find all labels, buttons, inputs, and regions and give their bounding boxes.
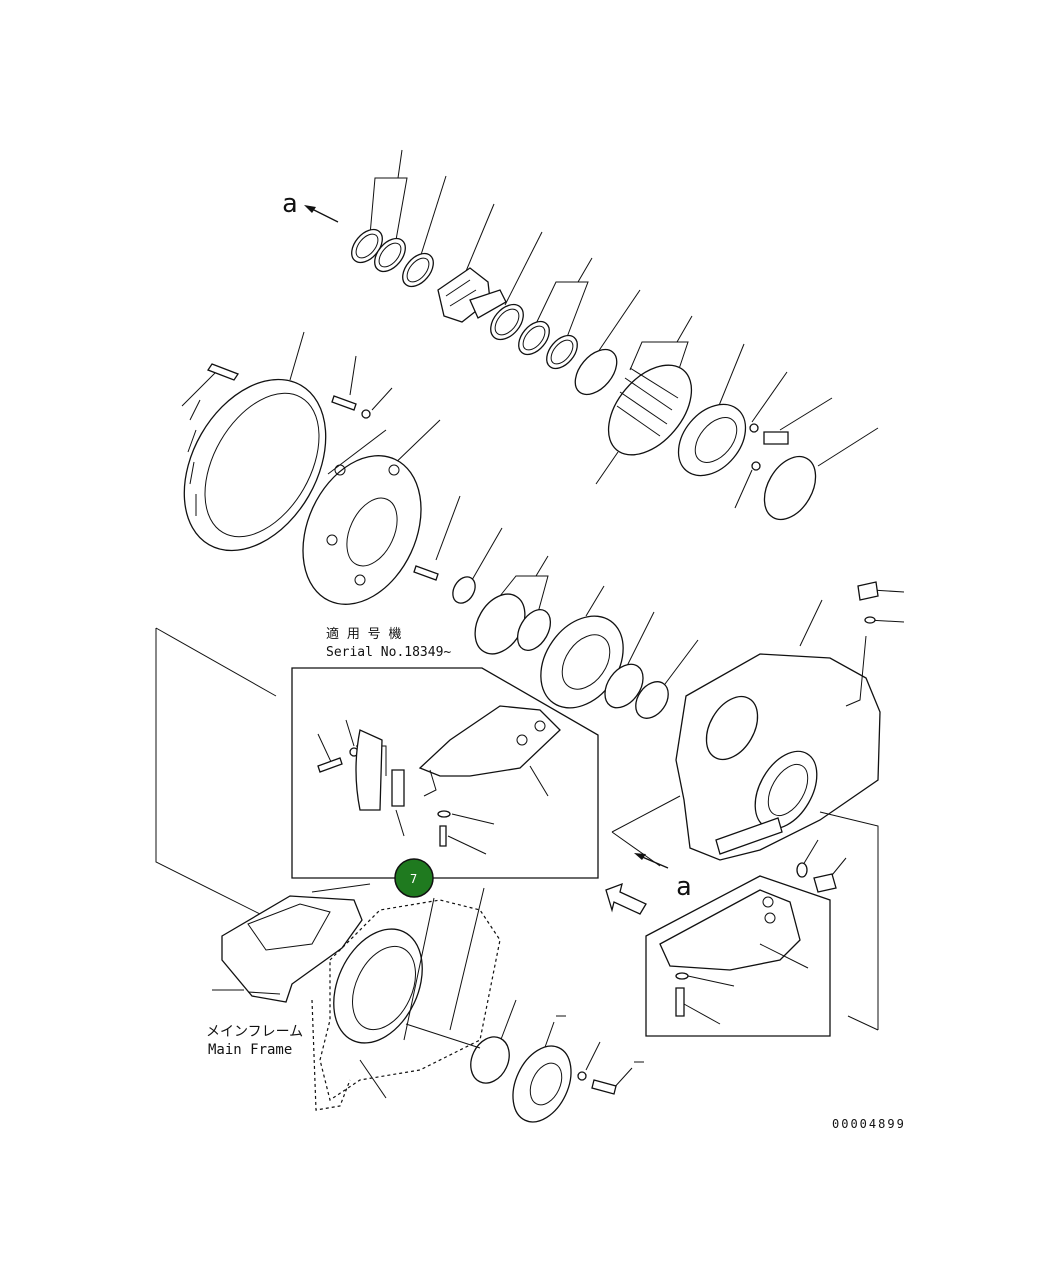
serial-label-jp: 適 用 号 機	[326, 626, 401, 642]
serial-label-en: Serial No.18349~	[326, 645, 451, 660]
shaft-assembly: a	[282, 149, 879, 521]
main-frame-assembly	[212, 883, 644, 1123]
view-a-top-label: a	[282, 189, 298, 219]
callout-number: 7	[410, 872, 417, 886]
inset-bracket-detail-right	[645, 875, 831, 1037]
middle-gear-assembly	[413, 495, 699, 719]
main-frame-label-en: Main Frame	[208, 1042, 292, 1058]
inset-bracket-detail	[155, 627, 599, 931]
ring-gear-assembly	[181, 331, 441, 605]
callout-badge[interactable]: 7	[394, 858, 434, 898]
drawing-number: 00004899	[832, 1117, 906, 1131]
housing-assembly: a	[605, 581, 905, 1031]
view-a-bottom-label: a	[676, 872, 692, 902]
main-frame-label-jp: メインフレーム	[206, 1024, 303, 1040]
